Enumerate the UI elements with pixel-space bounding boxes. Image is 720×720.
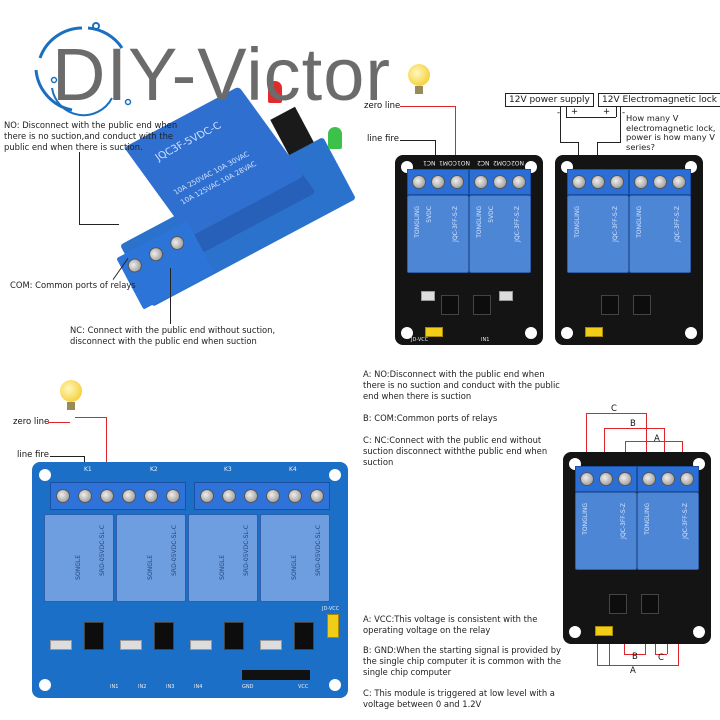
power-supply-label: 12V power supply xyxy=(505,93,594,107)
relay-k4: SRD-05VDC-SL-C SONGLE xyxy=(260,514,330,602)
terminal-block-2 xyxy=(469,169,531,195)
relay-2: TONGLING 5VDC JQC-3FF-S-Z xyxy=(469,195,531,273)
two-relay-board-c: TONGLING JQC-3FF-S-Z TONGLING JQC-3FF-S-… xyxy=(563,452,711,644)
two-relay-board-a: NC1 COM1 NO1 NC2 COM2 NO2 TONGLING 5VDC … xyxy=(395,155,543,345)
input-pin-header[interactable] xyxy=(242,670,310,680)
jd-vcc-jumper[interactable] xyxy=(327,614,339,638)
terminal-note-a: A: NO:Disconnect with the public end whe… xyxy=(363,369,560,401)
lightbulb-icon xyxy=(60,380,84,412)
red-led-icon xyxy=(268,81,282,103)
brand-logo-icon xyxy=(34,22,132,117)
terminal-block-k3-k4 xyxy=(194,482,330,510)
two-relay-board-b: TONGLING JQC-3FF-S-Z TONGLING JQC-3FF-S-… xyxy=(555,155,703,345)
com-description: COM: Common ports of relays xyxy=(10,280,136,290)
relay-1: TONGLING 5VDC JQC-3FF-S-Z xyxy=(407,195,469,273)
pin-note-c: C: This module is triggered at low level… xyxy=(363,688,555,709)
four-relay-board: K1 K2 K3 K4 SRD-05VDC-SL-C SONGLE SRD-05… xyxy=(32,462,348,698)
line-fire-label: line fire xyxy=(17,450,49,460)
zero-line-label: zero line xyxy=(364,101,401,111)
terminal-note-c: C: NC:Connect with the public end withou… xyxy=(363,435,548,467)
green-led-icon xyxy=(328,127,342,149)
relay-k3: SRD-05VDC-SL-C SONGLE xyxy=(188,514,258,602)
lightbulb-icon xyxy=(408,64,432,94)
jd-vcc-jumper[interactable] xyxy=(425,327,443,337)
line-fire-label: line fire xyxy=(367,134,399,144)
single-relay-module: JQC3F-5VDC-C 10A 250VAC 10A 30VAC 10A 12… xyxy=(100,81,360,310)
terminal-note-b: B: COM:Common ports of relays xyxy=(363,413,498,423)
relay-k1: SRD-05VDC-SL-C SONGLE xyxy=(44,514,114,602)
watermark-text: DIY-Victor xyxy=(52,33,392,116)
pin-note-a: A: VCC:This voltage is consistent with t… xyxy=(363,614,538,635)
no-pointer-line xyxy=(79,152,80,224)
nc-description: NC: Connect with the public end without … xyxy=(70,325,276,346)
nc-pointer-line xyxy=(170,268,171,324)
lock-voltage-question: How many V electromagnetic lock, power i… xyxy=(626,113,716,152)
zero-line-label: zero line xyxy=(13,417,50,427)
relay-k2: SRD-05VDC-SL-C SONGLE xyxy=(116,514,186,602)
electromagnetic-lock-label: 12V Electromagnetic lock xyxy=(598,93,720,107)
terminal-block-1 xyxy=(407,169,469,195)
terminal-block-k1-k2 xyxy=(50,482,186,510)
pin-note-b: B: GND:When the starting signal is provi… xyxy=(363,645,562,677)
no-description: NO: Disconnect with the public end when … xyxy=(4,120,178,152)
